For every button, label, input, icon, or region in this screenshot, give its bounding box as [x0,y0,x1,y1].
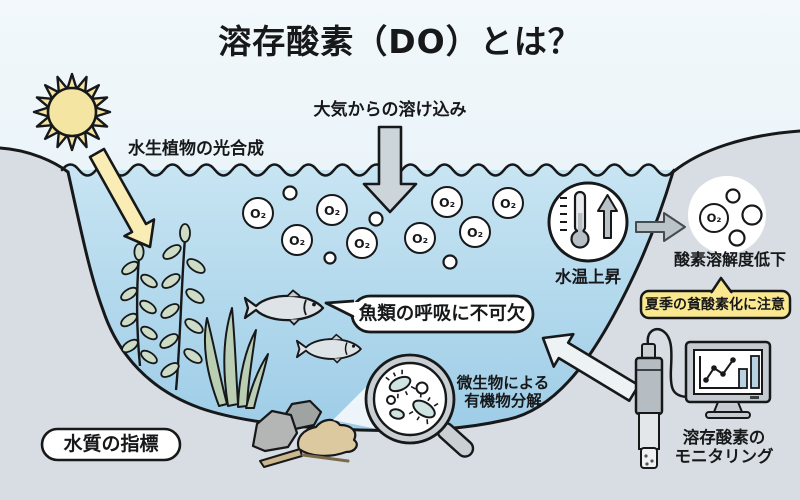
do-sensor-icon [634,327,688,469]
label-atmosphere: 大気からの溶け込み [313,100,467,121]
warning-callout [639,276,792,320]
label-water-temp: 水温上昇 [555,267,621,287]
magnifier-icon [364,353,475,458]
water-quality-pill [40,427,182,462]
monitoring-arrow-icon [541,332,640,402]
seaweed-icon [203,307,269,409]
sun-icon [32,72,112,152]
fish-icon [243,289,325,326]
land [0,131,800,500]
o2-bubble-icon: O₂ [316,194,348,226]
right-arrow-icon [635,212,686,242]
o2-bubble-icon: O₂ [431,186,463,218]
label-microbes: 微生物による 有機物分解 [456,374,550,411]
label-solubility-drop: 酸素溶解度低下 [673,249,787,269]
o2-bubble-icon: O₂ [346,227,378,259]
photosynthesis-arrow-icon [88,147,156,249]
atmosphere-down-arrow-icon [362,125,418,214]
label-photosynthesis: 水生植物の光合成 [128,139,264,160]
o2-bubble-icon: O₂ [242,197,274,229]
label-microbes-line2: 有機物分解 [464,392,542,410]
shore-outline [0,129,800,433]
monitor-icon [684,340,772,419]
label-fish-respiration: 魚類の呼吸に不可欠 [358,303,526,325]
small-bubble-icon [282,185,458,270]
o2-bubble-icon: O₂ [492,187,524,219]
o2-bubble-icon: O₂ [281,224,313,256]
aquatic-plant-icon [120,243,158,367]
label-monitoring-line1: 溶存酸素の [682,428,766,448]
page-title: 溶存酸素（DO）とは？ [218,22,582,62]
label-summer-warning: 夏季の貧酸素化に注意 [645,296,785,313]
sediment-icon [251,399,358,468]
speech-bubble [324,294,535,334]
aquatic-plant-icon [159,223,206,391]
label-microbes-line1: 微生物による [456,374,550,393]
thermometer-icon [547,181,629,263]
o2-bubble-icon: O₂ [699,203,729,233]
o2-bubble-icon: O₂ [459,216,491,248]
microbes-icon [385,369,439,425]
fish-icon [295,333,362,364]
water-surface-line [60,163,676,177]
label-monitoring: 溶存酸素の モニタリング [674,428,774,467]
temp-rise-arrow-icon [597,194,618,239]
o2-bubble-icon: O₂ [404,222,436,254]
label-monitoring-line2: モニタリング [674,447,774,466]
label-water-quality: 水質の指標 [63,433,159,456]
